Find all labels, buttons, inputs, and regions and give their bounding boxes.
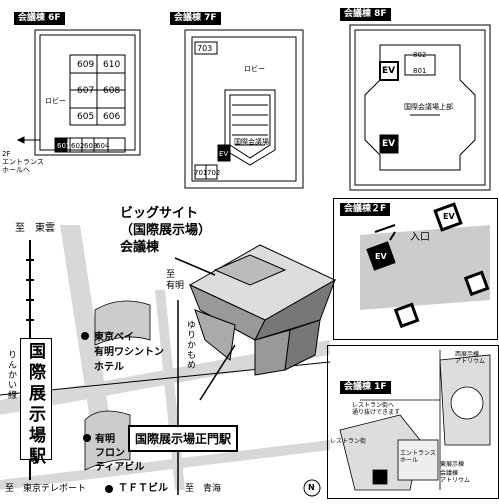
tft-marker (105, 485, 113, 493)
hall-7f: 国際会議場 (234, 138, 269, 146)
floor-1f-panel (327, 345, 499, 499)
big-sight-building (188, 244, 337, 376)
room-606: 606 (103, 112, 121, 122)
hall-8f: 国際会議場上部 (404, 103, 453, 111)
room-703: 703 (197, 44, 213, 53)
pay-area-1f: 会議棟 アトリウム (440, 470, 471, 484)
room-607: 607 (77, 86, 95, 96)
room-602: 602 (71, 142, 85, 150)
main-gate-station-label: 国際展示場正門駅 (128, 425, 239, 452)
room-603: 603 (84, 142, 98, 150)
floor-7f-plan (184, 29, 304, 189)
yurikamome-line-label: ゆりかもめ (185, 320, 195, 370)
frontier-building (84, 410, 131, 471)
station-box (20, 338, 52, 460)
rinkai-line-label: りんかい線 (6, 350, 16, 400)
floor-2f-plan (360, 202, 490, 329)
east-bldg-1f: 東展示棟 (440, 461, 465, 468)
room-801: 801 (413, 67, 427, 75)
tft-label: ＴＦＴビル (118, 483, 168, 494)
to-tokyo-teleport: 至 東京テレポート (5, 484, 87, 494)
big-sight-label: ビッグサイト （国際展示場） 会議棟 (120, 206, 212, 255)
ev-8f-top: EV (382, 66, 396, 76)
floor-2f-title: 会議棟２F (340, 203, 391, 216)
ev-7f: EV (219, 150, 229, 158)
floor-2f-panel (333, 198, 498, 340)
room-701: 701 (194, 169, 208, 177)
west-bldg-1f: 西展示棟 アトリウム (455, 351, 486, 365)
compass-icon (303, 479, 321, 497)
compass-label: N (308, 483, 315, 492)
ev-2f-main: EV (375, 252, 387, 261)
floor-6f-plan (16, 29, 141, 156)
to-shinonome: 至 東雲 (15, 223, 55, 234)
entrance-2f: 入口 (410, 232, 430, 243)
room-608: 608 (103, 86, 121, 96)
ev-2f-top: EV (443, 212, 455, 221)
restaurant-1f: レストラン街 (330, 438, 367, 445)
room-609: 609 (77, 60, 95, 70)
floor-7f-title: 会議棟 7F (170, 12, 221, 25)
entrance-hall-1f: エントランス ホール (400, 450, 436, 464)
to-ariake: 至 有明 (166, 270, 185, 291)
exit-6f-label: 2F エントランス ホールへ (2, 150, 44, 174)
to-aomi: 至 青海 (185, 484, 222, 494)
floor-8f-title: 会議棟 8F (340, 8, 391, 21)
note-1f: レストラン街へ 通り抜けできます (352, 402, 401, 416)
floor-1f-title: 会議棟 1F (340, 381, 391, 394)
lobby-7f: ロビー (244, 65, 265, 73)
room-604: 604 (96, 142, 110, 150)
hotel-marker (81, 332, 89, 340)
room-605: 605 (77, 112, 95, 122)
frontier-label: 有明 フロン ティアビル (95, 434, 145, 473)
frontier-marker (83, 434, 91, 442)
hotel-building (94, 300, 151, 346)
station-name-vertical: 国際展示場駅 (25, 342, 45, 468)
hotel-label: 東京ベイ 有明ワシントン ホテル (94, 332, 164, 373)
room-610: 610 (103, 60, 121, 70)
floor-6f-title: 会議棟 6F (14, 12, 65, 25)
room-601: 601 (57, 142, 71, 150)
building-pointer (174, 257, 216, 276)
lobby-6f: ロビー (45, 97, 66, 105)
station-pointer (199, 344, 236, 401)
floor-8f-plan (349, 24, 491, 191)
room-802: 802 (413, 51, 427, 59)
ev-8f-bottom: EV (382, 139, 396, 149)
room-702: 702 (207, 169, 221, 177)
floor-1f-plan (339, 350, 491, 491)
